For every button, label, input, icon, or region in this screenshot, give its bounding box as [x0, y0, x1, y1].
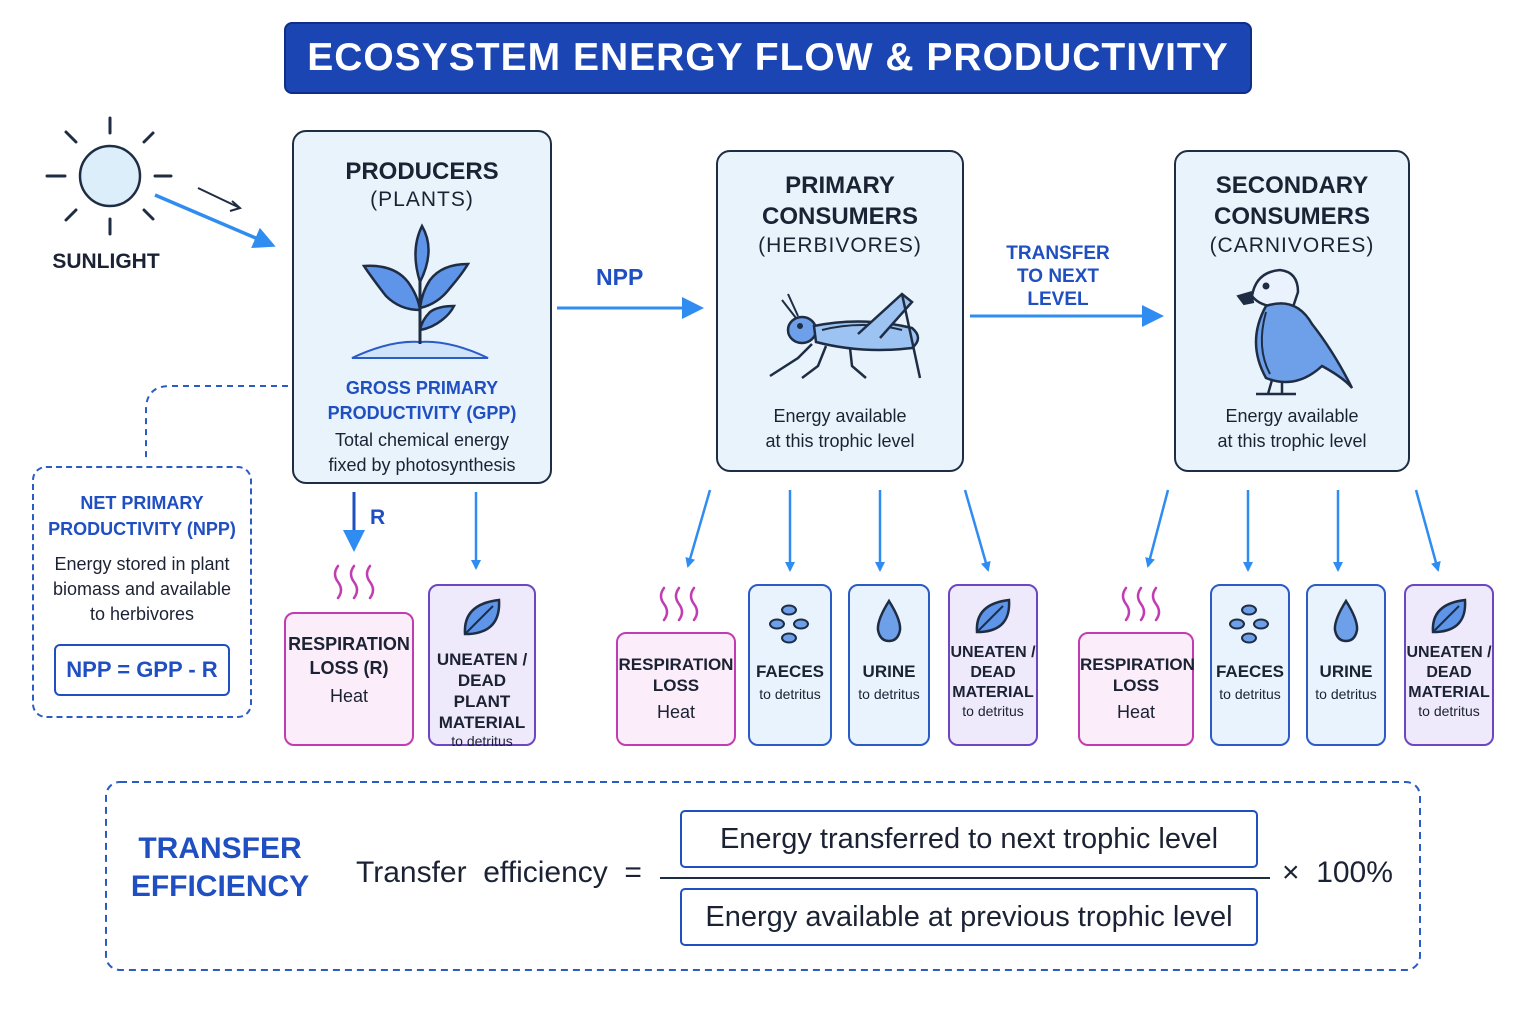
r-arrow-label: R — [370, 506, 386, 529]
npp-panel: NET PRIMARY PRODUCTIVITY (NPP) Energy st… — [32, 466, 252, 718]
gpp-label: GROSS PRIMARY PRODUCTIVITY (GPP) — [327, 378, 517, 423]
efficiency-panel-border — [105, 781, 1421, 971]
sunlight-label: SUNLIGHT — [52, 250, 160, 273]
primary-description: Energy available at this trophic level — [765, 406, 915, 451]
producers-subtitle: (PLANTS) — [370, 188, 474, 211]
primary-consumers-card: PRIMARY CONSUMERS (HERBIVORES) Energy av… — [716, 150, 964, 472]
primary-respiration-loss: RESPIRATION LOSS Heat — [616, 632, 736, 746]
sunlight-arrow — [154, 193, 276, 249]
gpp-description: Total chemical energy fixed by photosynt… — [328, 430, 516, 475]
primary-title: PRIMARY CONSUMERS — [761, 172, 918, 230]
plant-icon — [351, 223, 489, 359]
bird-icon — [1236, 268, 1354, 396]
secondary-description: Energy available at this trophic level — [1217, 406, 1367, 451]
droplet-icon — [876, 598, 902, 643]
faeces-icon — [1229, 604, 1269, 644]
secondary-faeces: FAECES to detritus — [1210, 584, 1290, 746]
heat-icon — [333, 564, 375, 600]
primary-resp-arrow — [685, 489, 712, 568]
npp-title: NET PRIMARY PRODUCTIVITY (NPP) — [48, 493, 236, 539]
secondary-subtitle: (CARNIVORES) — [1209, 234, 1375, 257]
heat-icon — [1121, 586, 1161, 622]
secondary-respiration-loss: RESPIRATION LOSS Heat — [1078, 632, 1195, 746]
secondary-urine: URINE to detritus — [1306, 584, 1386, 746]
secondary-title: SECONDARY CONSUMERS — [1213, 172, 1370, 230]
primary-uneaten-arrow — [963, 489, 991, 572]
npp-description: Energy stored in plant biomass and avail… — [52, 554, 232, 624]
grasshopper-icon — [769, 292, 922, 379]
sun-icon — [45, 116, 173, 236]
producer-uneaten-material: UNEATEN / DEAD PLANT MATERIAL to detritu… — [428, 584, 536, 749]
leaf-icon — [975, 598, 1011, 634]
primary-faeces: FAECES to detritus — [748, 584, 832, 746]
transfer-arrow-label: TRANSFER TO NEXT LEVEL — [1006, 243, 1110, 310]
secondary-consumers-card: SECONDARY CONSUMERS (CARNIVORES) Energy … — [1174, 150, 1410, 472]
heat-icon — [659, 586, 699, 622]
producers-title: PRODUCERS — [345, 158, 499, 185]
droplet-icon — [1333, 598, 1359, 643]
title-banner: ECOSYSTEM ENERGY FLOW & PRODUCTIVITY — [284, 22, 1252, 94]
efficiency-title: TRANSFER EFFICIENCY — [130, 832, 310, 903]
efficiency-lhs: Transfer efficiency = — [356, 856, 642, 889]
leaf-icon — [463, 598, 501, 636]
secondary-uneaten-material: UNEATEN / DEAD MATERIAL to detritus — [1404, 584, 1494, 746]
producers-card: PRODUCERS (PLANTS) GROSS PRIMARY PRODUCT… — [292, 130, 552, 484]
producer-respiration-loss: RESPIRATION LOSS (R) Heat — [284, 612, 414, 746]
sunlight-small-arrow — [197, 187, 243, 212]
efficiency-numerator: Energy transferred to next trophic level — [680, 810, 1258, 868]
leaf-icon — [1431, 598, 1467, 634]
primary-uneaten-material: UNEATEN / DEAD MATERIAL to detritus — [948, 584, 1038, 746]
npp-dashed-connector — [145, 385, 288, 458]
secondary-uneaten-arrow — [1414, 489, 1441, 572]
primary-subtitle: (HERBIVORES) — [758, 234, 922, 257]
secondary-resp-arrow — [1145, 489, 1170, 568]
npp-formula: NPP = GPP - R — [54, 644, 230, 696]
efficiency-multiplier: × 100% — [1282, 856, 1393, 889]
primary-urine: URINE to detritus — [848, 584, 930, 746]
efficiency-denominator: Energy available at previous trophic lev… — [680, 888, 1258, 946]
faeces-icon — [769, 604, 809, 644]
page-title: ECOSYSTEM ENERGY FLOW & PRODUCTIVITY — [307, 36, 1229, 79]
npp-arrow-label: NPP — [596, 264, 644, 290]
